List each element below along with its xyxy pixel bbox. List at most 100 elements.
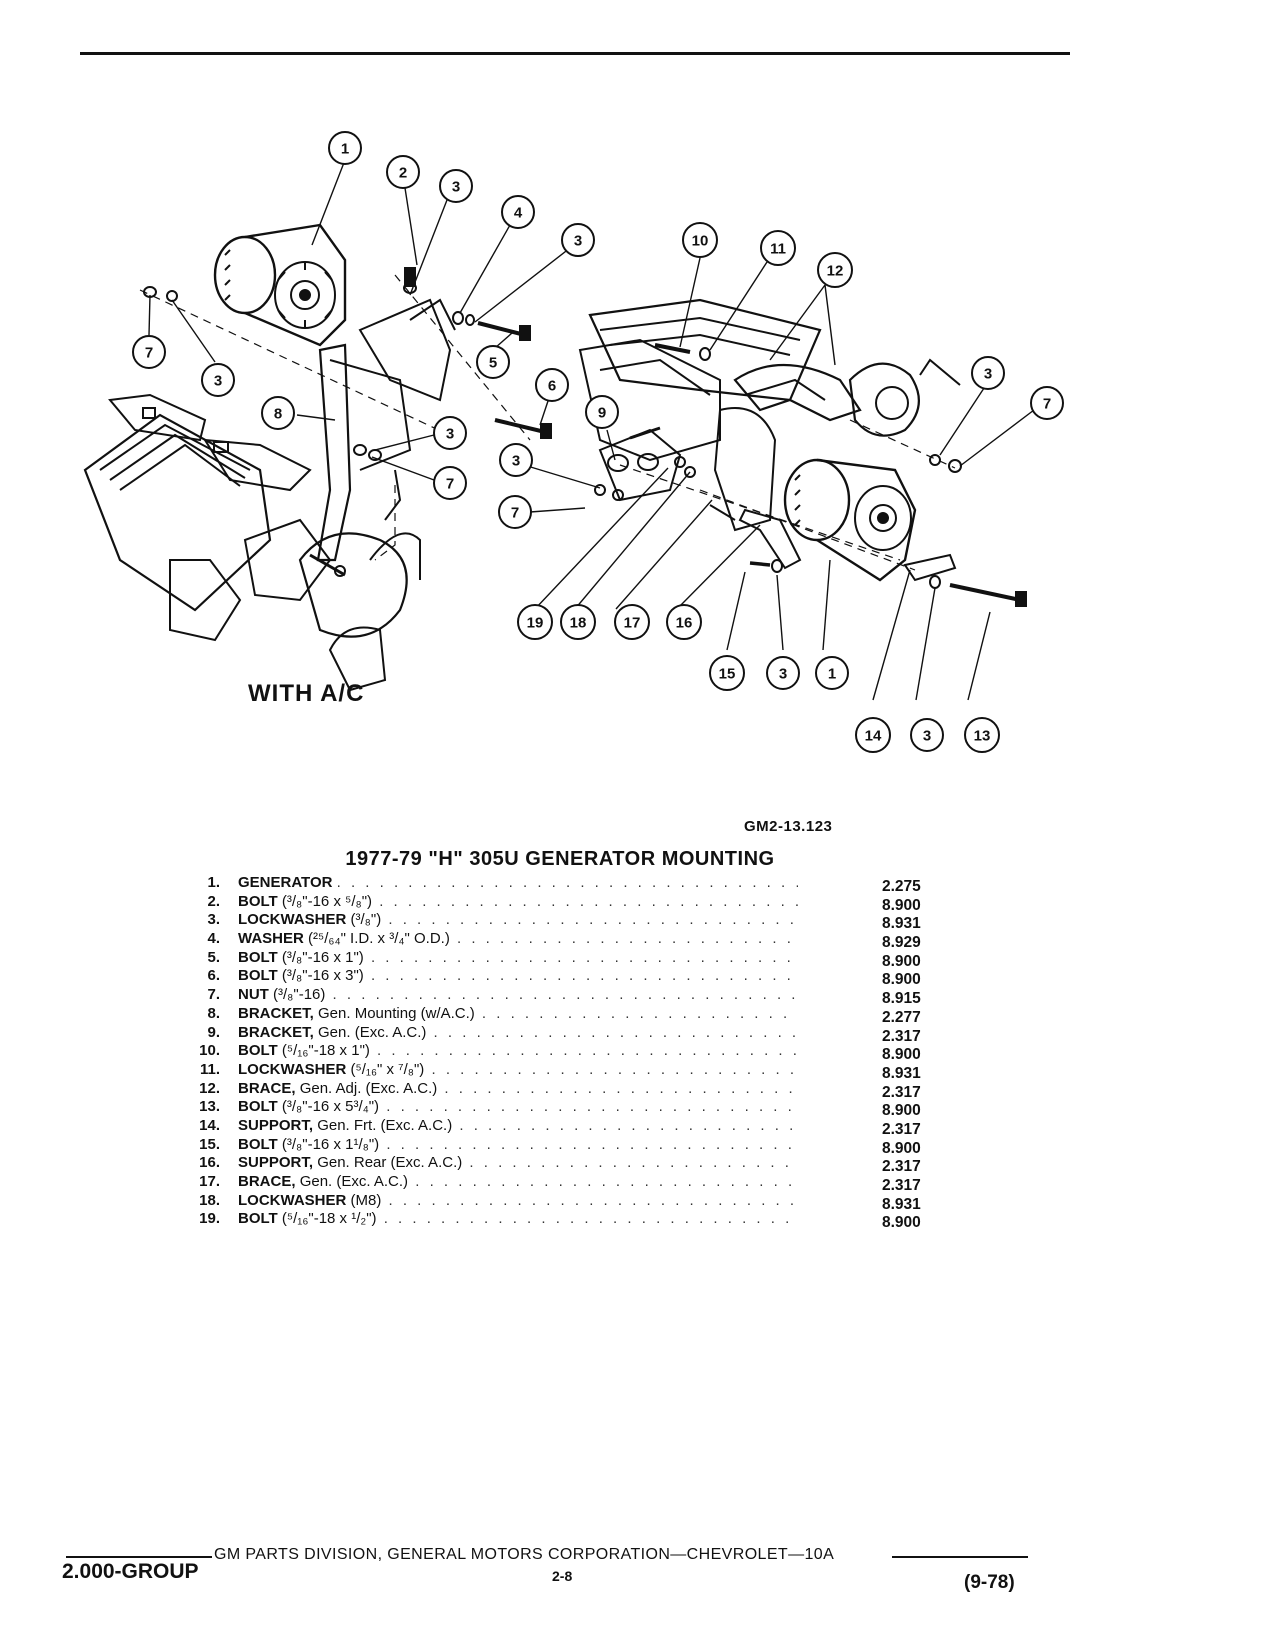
parts-row: 9.BRACKET, Gen. (Exc. A.C.) . . . . . . … bbox=[190, 1023, 950, 1045]
item-detail: (⁵/₁₆" x ⁷/₈") bbox=[350, 1060, 425, 1078]
item-detail: (³/₈"-16 x 1") bbox=[281, 948, 364, 966]
callout-14: 14 bbox=[855, 717, 891, 753]
parts-row: 6.BOLT (³/₈"-16 x 3") . . . . . . . . . … bbox=[190, 967, 950, 988]
dot-leader: . . . . . . . . . . . . . . . . . . . . … bbox=[388, 911, 798, 929]
svg-text:17: 17 bbox=[624, 615, 641, 632]
item-number: 1. bbox=[207, 874, 220, 891]
parts-row: 19.BOLT (⁵/₁₆"-18 x ¹/₂") . . . . . . . … bbox=[190, 1210, 950, 1231]
parts-row: 16. SUPPORT, Gen. Rear (Exc. A.C.) . . . … bbox=[190, 1154, 950, 1175]
callout-3: 3 bbox=[499, 443, 533, 477]
callout-4: 4 bbox=[501, 195, 535, 229]
callout-5: 5 bbox=[476, 345, 510, 379]
callout-3: 3 bbox=[433, 416, 467, 450]
item-description: BRACKET, Gen. Mounting (w/A.C.) . . . . … bbox=[238, 1005, 798, 1024]
item-number: 11. bbox=[199, 1060, 220, 1078]
parts-row: 15.BOLT (³/₈"-16 x 1¹/₈") . . . . . . . … bbox=[190, 1135, 950, 1157]
item-detail: (³/₈") bbox=[350, 911, 382, 929]
item-detail: Gen. Rear (Exc. A.C.) bbox=[317, 1154, 463, 1172]
callout-3: 3 bbox=[766, 656, 800, 690]
svg-text:2: 2 bbox=[399, 165, 407, 182]
item-description: BOLT (³/₈"-16 x 5³/₄") . . . . . . . . .… bbox=[238, 1098, 798, 1117]
item-description: LOCKWASHER (³/₈") . . . . . . . . . . . … bbox=[238, 911, 798, 930]
header-rule bbox=[80, 52, 1070, 55]
item-detail: Gen. Mounting (w/A.C.) bbox=[318, 1004, 475, 1022]
svg-text:3: 3 bbox=[214, 373, 222, 390]
parts-row: 12.BRACE, Gen. Adj. (Exc. A.C.) . . . . … bbox=[190, 1079, 950, 1101]
item-name: GENERATOR bbox=[238, 874, 333, 891]
item-number: 17. bbox=[199, 1173, 220, 1190]
dot-leader: . . . . . . . . . . . . . . . . . . . . … bbox=[459, 1116, 798, 1134]
dot-leader: . . . . . . . . . . . . . . . . . . . . … bbox=[444, 1079, 798, 1097]
callout-10: 10 bbox=[682, 222, 718, 258]
dot-leader: . . . . . . . . . . . . . . . . . . . . … bbox=[386, 1135, 798, 1153]
item-name: BOLT bbox=[238, 1042, 278, 1060]
group-number: 8.900 bbox=[882, 952, 921, 970]
callout-8: 8 bbox=[261, 396, 295, 430]
item-description: BOLT (⁵/₁₆"-18 x 1") . . . . . . . . . .… bbox=[238, 1042, 798, 1061]
callout-6: 6 bbox=[535, 368, 569, 402]
item-number: 10. bbox=[199, 1042, 220, 1060]
dot-leader: . . . . . . . . . . . . . . . . . . . . … bbox=[457, 930, 798, 948]
callout-1: 1 bbox=[815, 656, 849, 690]
item-description: NUT (³/₈"-16) . . . . . . . . . . . . . … bbox=[238, 986, 798, 1005]
item-detail: (M8) bbox=[350, 1191, 382, 1209]
group-number: 2.317 bbox=[882, 1083, 921, 1101]
svg-text:13: 13 bbox=[974, 728, 991, 745]
svg-text:6: 6 bbox=[548, 378, 556, 395]
group-number: 8.931 bbox=[882, 915, 921, 933]
parts-row: 18.LOCKWASHER (M8) . . . . . . . . . . .… bbox=[190, 1191, 950, 1213]
item-name: NUT bbox=[238, 986, 269, 1004]
item-detail: (²⁵/₆₄" I.D. x ³/₄" O.D.) bbox=[308, 930, 450, 948]
item-number: 12. bbox=[199, 1079, 220, 1097]
svg-text:10: 10 bbox=[692, 233, 709, 250]
item-detail: Gen. Frt. (Exc. A.C.) bbox=[317, 1116, 453, 1134]
svg-text:11: 11 bbox=[770, 241, 786, 258]
item-number: 2. bbox=[207, 892, 220, 910]
svg-text:7: 7 bbox=[145, 345, 153, 362]
dot-leader: . . . . . . . . . . . . . . . . . . . . … bbox=[377, 1042, 798, 1060]
item-name: BOLT bbox=[238, 948, 278, 966]
item-number: 3. bbox=[207, 911, 220, 929]
dot-leader: . . . . . . . . . . . . . . . . . . . . … bbox=[433, 1023, 798, 1041]
callout-9: 9 bbox=[585, 395, 619, 429]
footer-group: 2.000-GROUP bbox=[62, 1560, 199, 1583]
item-description: BOLT (⁵/₁₆"-18 x ¹/₂") . . . . . . . . .… bbox=[238, 1210, 798, 1229]
item-number: 5. bbox=[207, 948, 220, 966]
group-number: 8.931 bbox=[882, 1064, 921, 1082]
svg-text:1: 1 bbox=[828, 666, 836, 683]
callout-11: 11 bbox=[760, 230, 796, 266]
callout-3: 3 bbox=[910, 718, 944, 752]
item-name: BOLT bbox=[238, 1135, 278, 1153]
svg-text:3: 3 bbox=[446, 426, 454, 443]
item-detail: (³/₈"-16) bbox=[273, 986, 326, 1004]
parts-row: 1. GENERATOR . . . . . . . . . . . . . . … bbox=[190, 874, 950, 895]
item-detail: (³/₈"-16 x ⁵/₈") bbox=[281, 892, 373, 910]
dot-leader: . . . . . . . . . . . . . . . . . . . . … bbox=[388, 1191, 799, 1209]
item-name: BRACKET, bbox=[238, 1023, 314, 1041]
group-number: 8.900 bbox=[882, 896, 921, 914]
svg-text:1: 1 bbox=[341, 141, 349, 158]
group-number: 8.900 bbox=[882, 1139, 921, 1157]
parts-row: 5. BOLT (³/₈"-16 x 1") . . . . . . . . . … bbox=[190, 948, 950, 970]
svg-text:4: 4 bbox=[514, 205, 523, 222]
callout-18: 18 bbox=[560, 604, 596, 640]
callout-7: 7 bbox=[1030, 386, 1064, 420]
item-number: 14. bbox=[199, 1116, 220, 1134]
item-name: BOLT bbox=[238, 892, 278, 910]
item-name: LOCKWASHER bbox=[238, 1191, 347, 1209]
parts-row: 14.SUPPORT, Gen. Frt. (Exc. A.C.) . . . … bbox=[190, 1116, 950, 1138]
item-description: SUPPORT, Gen. Rear (Exc. A.C.) . . . . .… bbox=[238, 1154, 798, 1173]
dot-leader: . . . . . . . . . . . . . . . . . . . . … bbox=[370, 967, 798, 985]
parts-row: 3. LOCKWASHER (³/₈") . . . . . . . . . . … bbox=[190, 911, 950, 932]
dot-leader: . . . . . . . . . . . . . . . . . . . . … bbox=[336, 874, 798, 891]
footer-publisher: GM PARTS DIVISION, GENERAL MOTORS CORPOR… bbox=[214, 1546, 835, 1563]
callout-7: 7 bbox=[498, 495, 532, 529]
dot-leader: . . . . . . . . . . . . . . . . . . . . … bbox=[370, 948, 798, 966]
item-name: BOLT bbox=[238, 1098, 278, 1116]
svg-text:3: 3 bbox=[574, 233, 582, 250]
group-number: 2.317 bbox=[882, 1158, 921, 1176]
svg-text:3: 3 bbox=[452, 179, 460, 196]
item-description: LOCKWASHER (⁵/₁₆" x ⁷/₈") . . . . . . . … bbox=[238, 1061, 798, 1080]
item-detail: (³/₈"-16 x 3") bbox=[281, 967, 364, 985]
item-number: 16. bbox=[199, 1154, 220, 1172]
